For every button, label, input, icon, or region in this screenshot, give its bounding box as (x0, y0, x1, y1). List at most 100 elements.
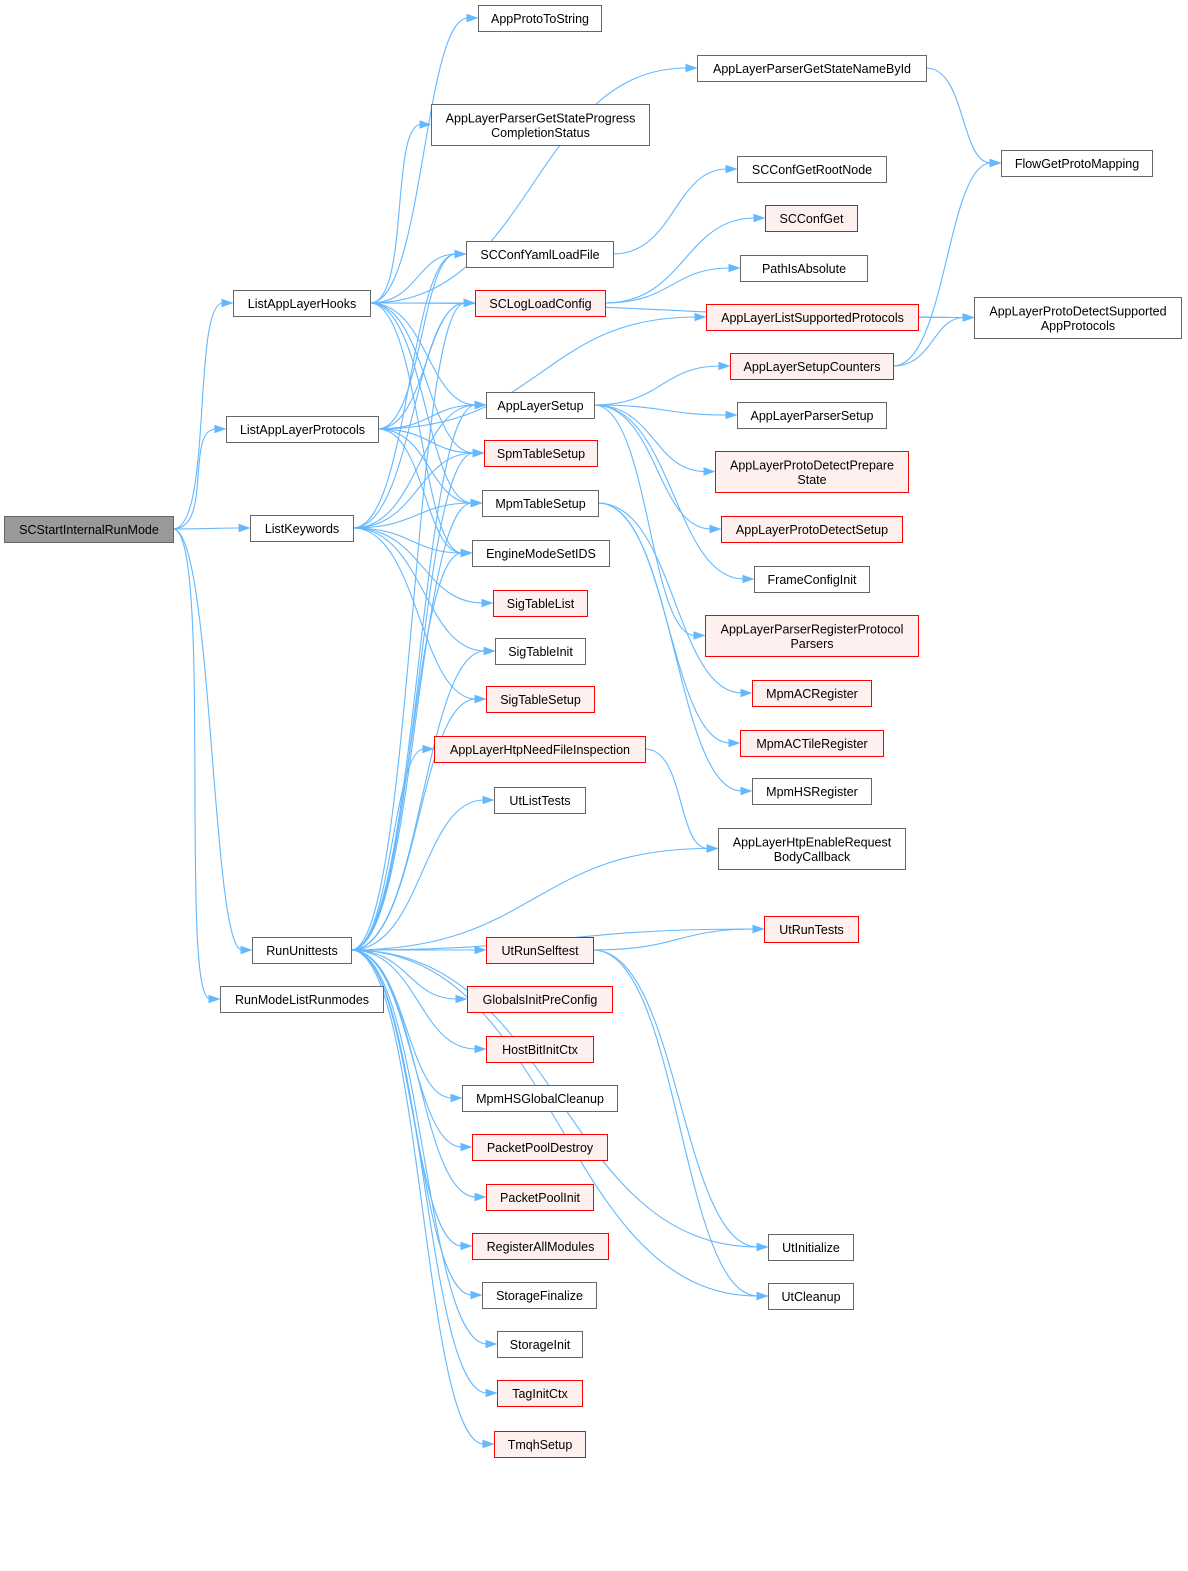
call-edge-run-unittests-to-app-layer-setup (350, 404, 477, 951)
node-label: FrameConfigInit (768, 573, 857, 587)
node-list-app-layer-protocols[interactable]: ListAppLayerProtocols (226, 416, 379, 443)
arrowhead-icon (470, 498, 483, 508)
node-label: GlobalsInitPreConfig (483, 993, 598, 1007)
node-label: UtCleanup (781, 1290, 840, 1304)
node-label: ListAppLayerProtocols (240, 423, 365, 437)
call-edge-list-keywords-to-app-layer-setup (352, 404, 477, 529)
node-label: SCStartInternalRunMode (19, 523, 159, 537)
node-storage-finalize[interactable]: StorageFinalize (482, 1282, 597, 1309)
node-mpm-hs-global-cleanup[interactable]: MpmHSGlobalCleanup (462, 1085, 618, 1112)
arrowhead-icon (472, 448, 485, 458)
node-tmqh-setup[interactable]: TmqhSetup (494, 1431, 586, 1458)
arrowhead-icon (709, 524, 722, 534)
call-edge-list-app-layer-protocols-to-mpm-table-setup (377, 428, 473, 504)
node-globals-init-pre-config[interactable]: GlobalsInitPreConfig (467, 986, 613, 1013)
node-app-layer-parser-setup[interactable]: AppLayerParserSetup (737, 402, 887, 429)
node-mpm-hs-register[interactable]: MpmHSRegister (752, 778, 872, 805)
node-host-bit-init-ctx[interactable]: HostBitInitCtx (486, 1036, 594, 1063)
arrowhead-icon (474, 1192, 487, 1202)
call-edge-app-layer-parser-get-state-name-by-id-to-flow-get-proto-mapping (925, 67, 992, 164)
node-label: UtListTests (509, 794, 570, 808)
node-ut-cleanup[interactable]: UtCleanup (768, 1283, 854, 1310)
arrowhead-icon (460, 1241, 473, 1251)
call-edge-app-layer-htp-need-file-inspection-to-app-layer-htp-enable-request-body-callback (644, 748, 709, 850)
call-edge-run-unittests-to-app-layer-htp-need-file-inspection (350, 748, 425, 951)
arrowhead-icon (694, 312, 707, 322)
node-app-layer-setup[interactable]: AppLayerSetup (486, 392, 595, 419)
call-edge-list-keywords-to-sc-conf-yaml-load-file (352, 253, 457, 529)
node-list-keywords[interactable]: ListKeywords (250, 515, 354, 542)
node-label: SigTableSetup (500, 693, 581, 707)
arrowhead-icon (740, 688, 753, 698)
arrowhead-icon (756, 1242, 769, 1252)
node-label: Parsers (790, 637, 833, 651)
node-box (220, 986, 384, 1013)
arrowhead-icon (455, 994, 468, 1004)
node-box (486, 1184, 594, 1211)
node-label: SCConfYamlLoadFile (480, 248, 599, 262)
node-label: StorageInit (510, 1338, 571, 1352)
node-ut-run-tests[interactable]: UtRunTests (764, 916, 859, 943)
node-engine-mode-set-ids[interactable]: EngineModeSetIDS (472, 540, 610, 567)
node-label: AppLayerProtoDetectSupported (989, 304, 1166, 318)
node-path-is-absolute[interactable]: PathIsAbsolute (740, 255, 868, 282)
node-sc-conf-get[interactable]: SCConfGet (765, 205, 858, 232)
node-packet-pool-destroy[interactable]: PacketPoolDestroy (472, 1134, 608, 1161)
node-app-layer-list-supported-protocols[interactable]: AppLayerListSupportedProtocols (706, 304, 919, 331)
node-storage-init[interactable]: StorageInit (497, 1331, 583, 1358)
node-mpm-ac-register[interactable]: MpmACRegister (752, 680, 872, 707)
node-run-unittests[interactable]: RunUnittests (252, 937, 352, 964)
node-tag-init-ctx[interactable]: TagInitCtx (497, 1380, 583, 1407)
node-run-mode-list-runmodes[interactable]: RunModeListRunmodes (220, 986, 384, 1013)
call-edge-sc-conf-yaml-load-file-to-sc-conf-get-root-node (612, 168, 728, 255)
node-sc-conf-get-root-node[interactable]: SCConfGetRootNode (737, 156, 887, 183)
node-app-layer-parser-get-state-progress-completion-status[interactable]: AppLayerParserGetStateProgressCompletion… (431, 104, 650, 146)
node-app-layer-parser-get-state-name-by-id[interactable]: AppLayerParserGetStateNameById (697, 55, 927, 82)
node-app-layer-htp-need-file-inspection[interactable]: AppLayerHtpNeedFileInspection (434, 736, 646, 763)
node-frame-config-init[interactable]: FrameConfigInit (754, 566, 870, 593)
node-box (226, 416, 379, 443)
node-mpm-table-setup[interactable]: MpmTableSetup (482, 490, 599, 517)
node-sig-table-init[interactable]: SigTableInit (495, 638, 586, 665)
node-ut-list-tests[interactable]: UtListTests (494, 787, 586, 814)
node-sc-conf-yaml-load-file[interactable]: SCConfYamlLoadFile (466, 241, 614, 268)
node-flow-get-proto-mapping[interactable]: FlowGetProtoMapping (1001, 150, 1153, 177)
node-box (482, 490, 599, 517)
node-packet-pool-init[interactable]: PacketPoolInit (486, 1184, 594, 1211)
arrowhead-icon (752, 924, 765, 934)
node-sig-table-list[interactable]: SigTableList (493, 590, 588, 617)
call-edge-mpm-table-setup-to-mpm-hs-register (597, 502, 743, 792)
node-sc-start-internal-run-mode[interactable]: SCStartInternalRunMode (4, 516, 174, 543)
call-edge-sc-start-internal-run-mode-to-run-mode-list-runmodes (172, 528, 211, 1000)
arrowhead-icon (470, 1290, 483, 1300)
arrowhead-icon (240, 945, 253, 955)
node-ut-run-selftest[interactable]: UtRunSelftest (486, 937, 594, 964)
node-sc-log-load-config[interactable]: SCLogLoadConfig (475, 290, 606, 317)
node-box (472, 1134, 608, 1161)
node-app-layer-proto-detect-setup[interactable]: AppLayerProtoDetectSetup (721, 516, 903, 543)
node-sig-table-setup[interactable]: SigTableSetup (486, 686, 595, 713)
node-app-proto-to-string[interactable]: AppProtoToString (478, 5, 602, 32)
node-app-layer-setup-counters[interactable]: AppLayerSetupCounters (730, 353, 894, 380)
node-box (486, 392, 595, 419)
call-edge-list-keywords-to-engine-mode-set-ids (352, 527, 463, 554)
node-spm-table-setup[interactable]: SpmTableSetup (484, 440, 598, 467)
node-mpm-ac-tile-register[interactable]: MpmACTileRegister (740, 730, 884, 757)
arrowhead-icon (485, 1339, 498, 1349)
node-ut-initialize[interactable]: UtInitialize (768, 1234, 854, 1261)
call-edge-run-unittests-to-tag-init-ctx (350, 949, 488, 1394)
node-register-all-modules[interactable]: RegisterAllModules (472, 1233, 609, 1260)
node-label: ListAppLayerHooks (248, 297, 356, 311)
node-box (737, 402, 887, 429)
node-box (494, 787, 586, 814)
arrowhead-icon (962, 313, 975, 322)
arrowhead-icon (485, 1388, 498, 1398)
node-box (737, 156, 887, 183)
node-list-app-layer-hooks[interactable]: ListAppLayerHooks (233, 290, 371, 317)
node-label: MpmTableSetup (495, 497, 585, 511)
node-label: BodyCallback (774, 850, 851, 864)
